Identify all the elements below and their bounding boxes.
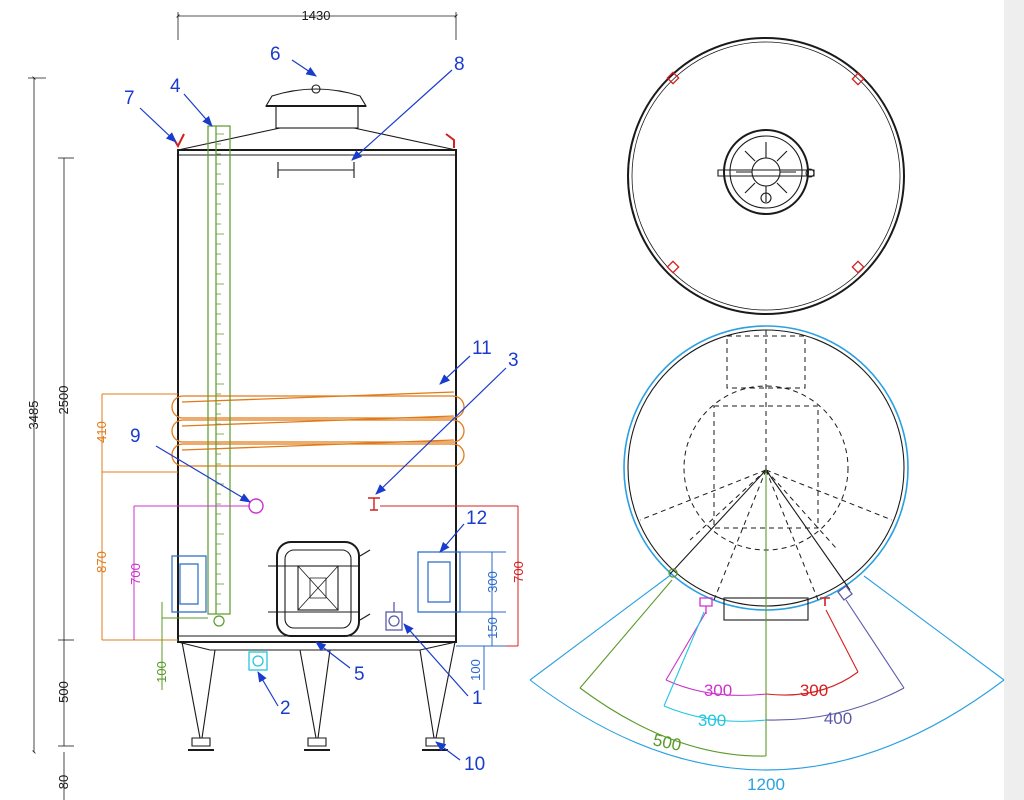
dim-coil-band: 410 — [94, 421, 109, 443]
plan-dim-300-cyan: 300 — [698, 711, 726, 730]
page-margin — [1004, 0, 1024, 800]
thermometer-port — [248, 498, 264, 514]
callout-11: 11 — [472, 338, 492, 359]
dim-panel-offset: 150 — [485, 617, 500, 639]
feet — [191, 737, 445, 747]
callout-6: 6 — [270, 44, 281, 65]
callout-9: 9 — [130, 426, 141, 447]
dim-legs-height: 500 — [56, 681, 71, 703]
bottom-outlet-valve — [248, 651, 268, 671]
callout-4: 4 — [170, 76, 181, 97]
callout-7: 7 — [124, 88, 135, 109]
dim-total-height: 3485 — [26, 401, 41, 430]
plan-dim-500: 500 — [651, 730, 683, 754]
legs — [181, 641, 456, 751]
dim-drain-height: 100 — [468, 659, 483, 681]
callout-1: 1 — [472, 688, 483, 709]
plan-dim-400: 400 — [824, 709, 852, 728]
top-manway-plan — [717, 129, 815, 215]
top-plan-view — [627, 37, 905, 315]
cooling-coil — [171, 391, 465, 467]
internal-ladder-rail — [277, 162, 355, 178]
callout-3: 3 — [508, 350, 519, 371]
dim-body-height: 2500 — [56, 386, 71, 415]
callout-8: 8 — [454, 54, 465, 75]
top-manway — [265, 84, 367, 129]
dim-overall-width: 1430 — [302, 8, 331, 23]
dim-right-valve-height: 700 — [511, 561, 526, 583]
dimension-lines — [28, 12, 519, 800]
level-gauge — [207, 125, 231, 627]
lower-manway-door — [268, 541, 371, 637]
dim-panel-height: 300 — [485, 571, 500, 593]
bottom-plan-view — [529, 325, 1005, 771]
dim-door-height: 700 — [128, 563, 143, 585]
cooling-jacket-port-right — [417, 551, 461, 613]
dim-feet-height: 80 — [56, 775, 71, 789]
callout-5: 5 — [354, 664, 365, 685]
plan-dim-1200: 1200 — [747, 775, 785, 794]
dim-coil-to-bottom: 870 — [94, 551, 109, 573]
sample-valve — [385, 602, 403, 631]
side-elevation — [28, 12, 519, 800]
sampling-tap — [368, 497, 380, 511]
callout-10: 10 — [464, 754, 485, 775]
tank-roof — [177, 127, 457, 151]
plan-fittings — [668, 568, 853, 614]
plan-dim-300-magenta: 300 — [704, 681, 732, 700]
callout-12: 12 — [466, 508, 487, 529]
dim-outlet-height: 100 — [154, 661, 169, 683]
callout-leaders — [139, 59, 507, 761]
callout-2: 2 — [280, 698, 291, 719]
lifting-lugs-plan — [666, 71, 865, 274]
lifting-lug-right — [445, 133, 455, 148]
cooling-jacket-port-left — [171, 555, 207, 613]
tank-bottom — [177, 641, 457, 651]
plan-dim-300-red: 300 — [800, 681, 828, 700]
